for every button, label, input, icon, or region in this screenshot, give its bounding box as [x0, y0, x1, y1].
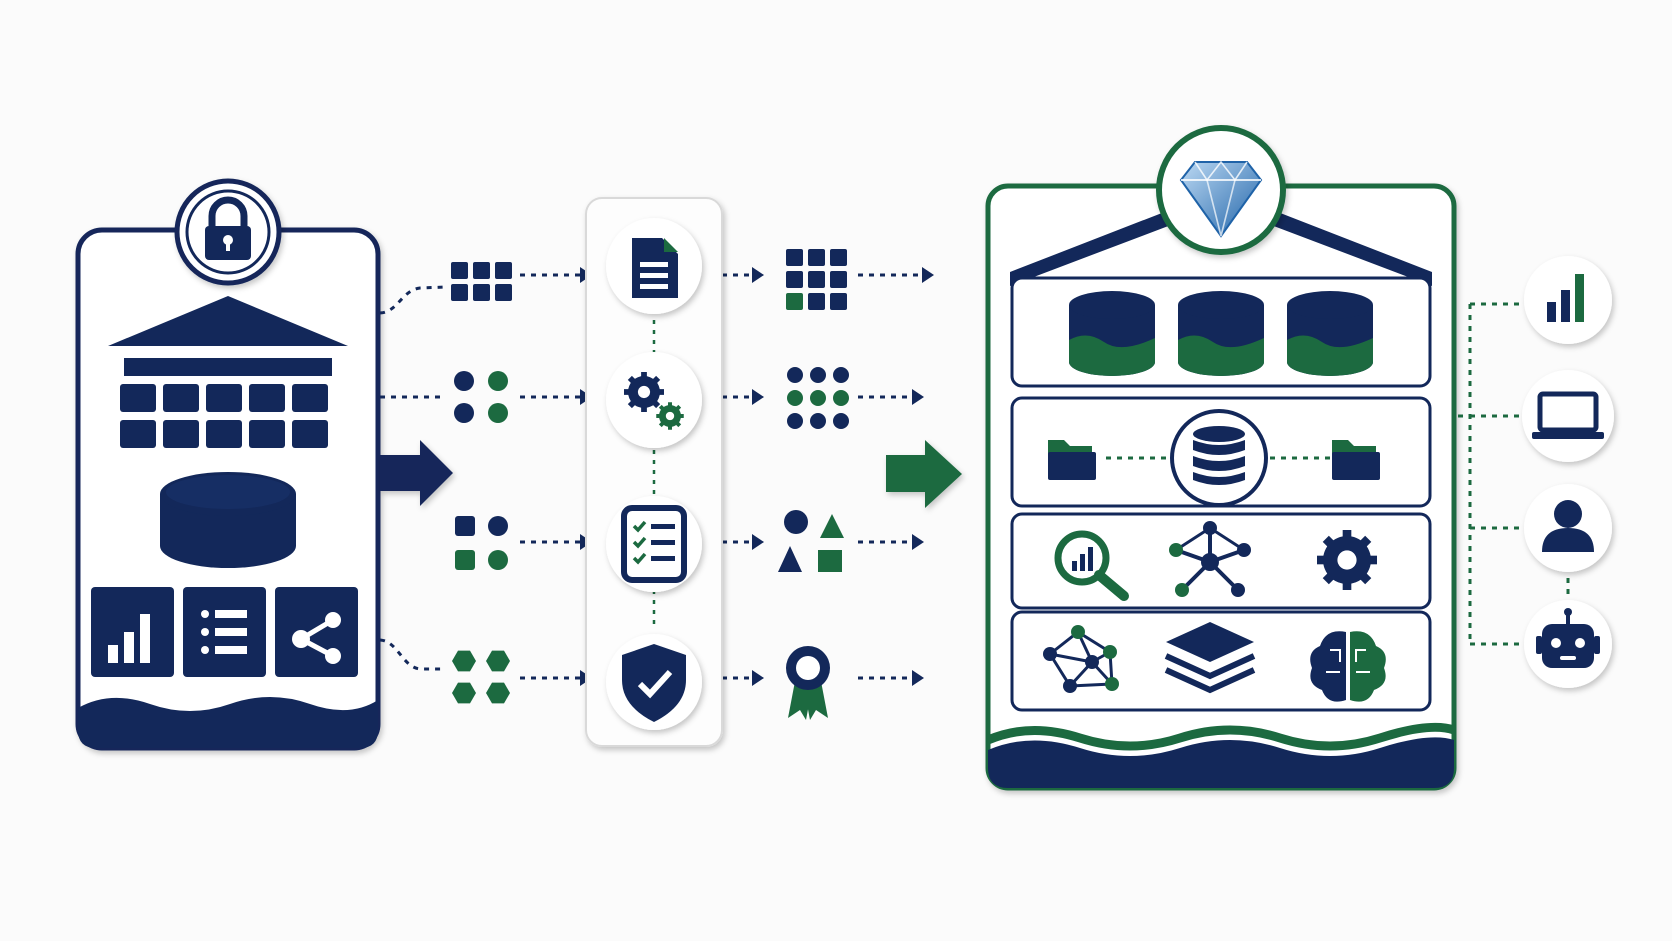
warehouse-roof-icon: [108, 296, 348, 376]
analytics-search-icon: [1054, 530, 1129, 601]
connector-arrowheads: [580, 267, 934, 686]
layers-icon: [1164, 622, 1256, 694]
platform-tier-4: [1010, 610, 1432, 712]
dots-icon: [787, 367, 849, 429]
document-icon: [606, 218, 702, 314]
folder-icon: [1332, 440, 1380, 480]
pipeline-to-platform-arrow-icon: [886, 440, 962, 508]
grid-icon: [786, 249, 847, 310]
diamond-icon: [1156, 125, 1286, 255]
graph-icon: [1043, 625, 1119, 693]
database-icon: [1170, 409, 1268, 507]
folder-icon: [1048, 440, 1096, 480]
grid-icon: [451, 262, 512, 301]
award-ribbon-icon: [786, 646, 830, 720]
share-icon: [275, 587, 358, 677]
lock-icon: [174, 178, 282, 286]
gear-icon: [1317, 530, 1377, 590]
processing-column: [585, 197, 723, 747]
dots-icon: [454, 371, 508, 423]
mixed-blocks-icon: [455, 516, 508, 570]
bar-chart-icon: [1524, 256, 1612, 344]
network-icon: [1169, 521, 1251, 597]
source-wave: [78, 697, 378, 748]
hexagons-icon: [452, 650, 510, 704]
robot-icon: [1524, 600, 1612, 688]
platform-tier-2: [1010, 396, 1432, 508]
user-icon: [1524, 484, 1612, 572]
shield-check-icon: [606, 634, 702, 730]
source-system-panel: [75, 178, 381, 751]
pipeline-connectors: [379, 273, 922, 680]
platform-tier-3: [1010, 512, 1432, 610]
source-to-pipeline-arrow-icon: [380, 440, 453, 506]
laptop-icon: [1522, 370, 1614, 462]
bar-chart-icon: [91, 587, 174, 677]
database-icon: [1069, 291, 1155, 376]
gears-icon: [606, 352, 702, 448]
platform-tier-1: [1010, 276, 1432, 388]
database-icon: [1287, 291, 1373, 376]
checklist-icon: [606, 496, 702, 592]
database-icon: [160, 472, 296, 568]
database-icon: [1178, 291, 1264, 376]
shapes-icon: [778, 510, 844, 572]
list-icon: [183, 587, 266, 677]
data-grid-icon: [120, 384, 328, 448]
consumer-connectors: [1458, 302, 1570, 646]
brain-icon: [1310, 631, 1386, 702]
